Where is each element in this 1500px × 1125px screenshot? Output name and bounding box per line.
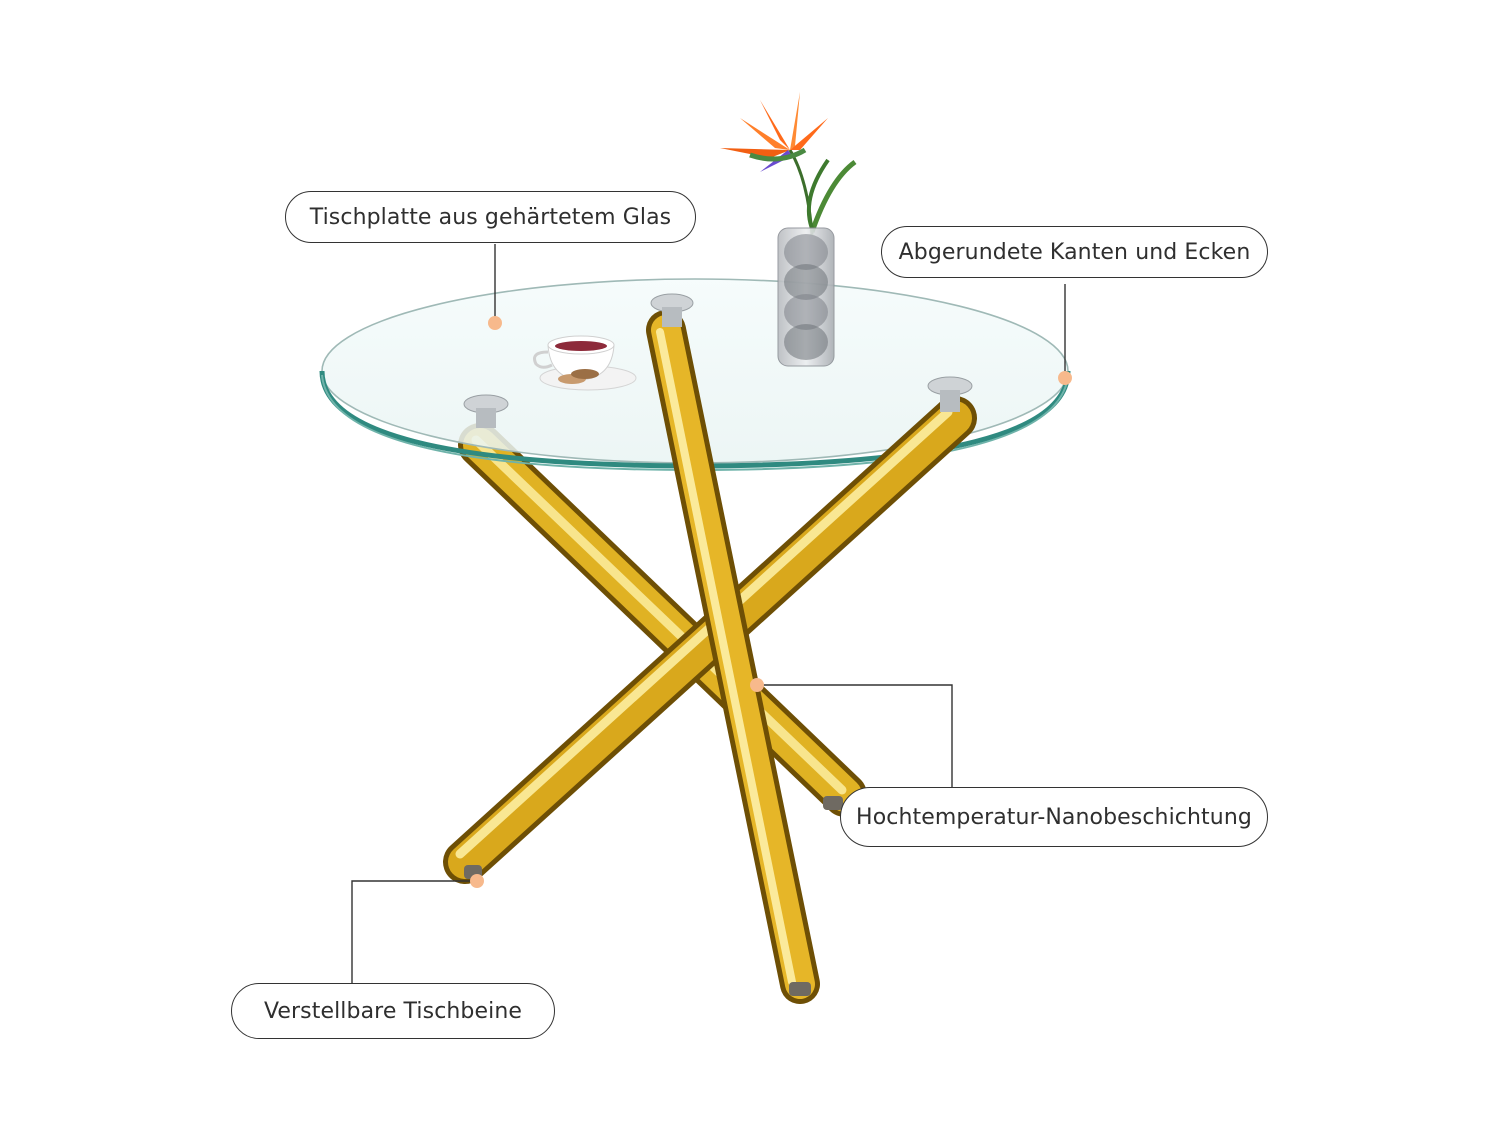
- mounting-pad-right: [927, 376, 973, 412]
- leader-line-legs: [351, 880, 477, 983]
- tea-cup-decoration: [533, 335, 637, 391]
- mounting-pad-left: [463, 394, 509, 428]
- marker-dot-glass: [488, 316, 502, 330]
- marker-dot-legs: [470, 874, 484, 888]
- marker-dot-edges: [1058, 371, 1072, 385]
- callout-adjustable-legs: Verstellbare Tischbeine: [231, 983, 555, 1039]
- leader-line-coating: [757, 684, 953, 787]
- mounting-pad-center: [650, 293, 694, 327]
- marker-dot-coating: [750, 678, 764, 692]
- callout-glass-top: Tischplatte aus gehärtetem Glas: [285, 191, 696, 243]
- leader-lines: [351, 244, 1066, 983]
- callout-coating: Hochtemperatur-Nanobeschichtung: [840, 787, 1268, 847]
- callout-rounded-edges: Abgerundete Kanten und Ecken: [881, 226, 1268, 278]
- table-leg-back: [458, 423, 867, 817]
- marker-dots: [470, 316, 1072, 888]
- table-leg-front-center: [646, 310, 820, 1004]
- vase-with-flower: [720, 92, 857, 367]
